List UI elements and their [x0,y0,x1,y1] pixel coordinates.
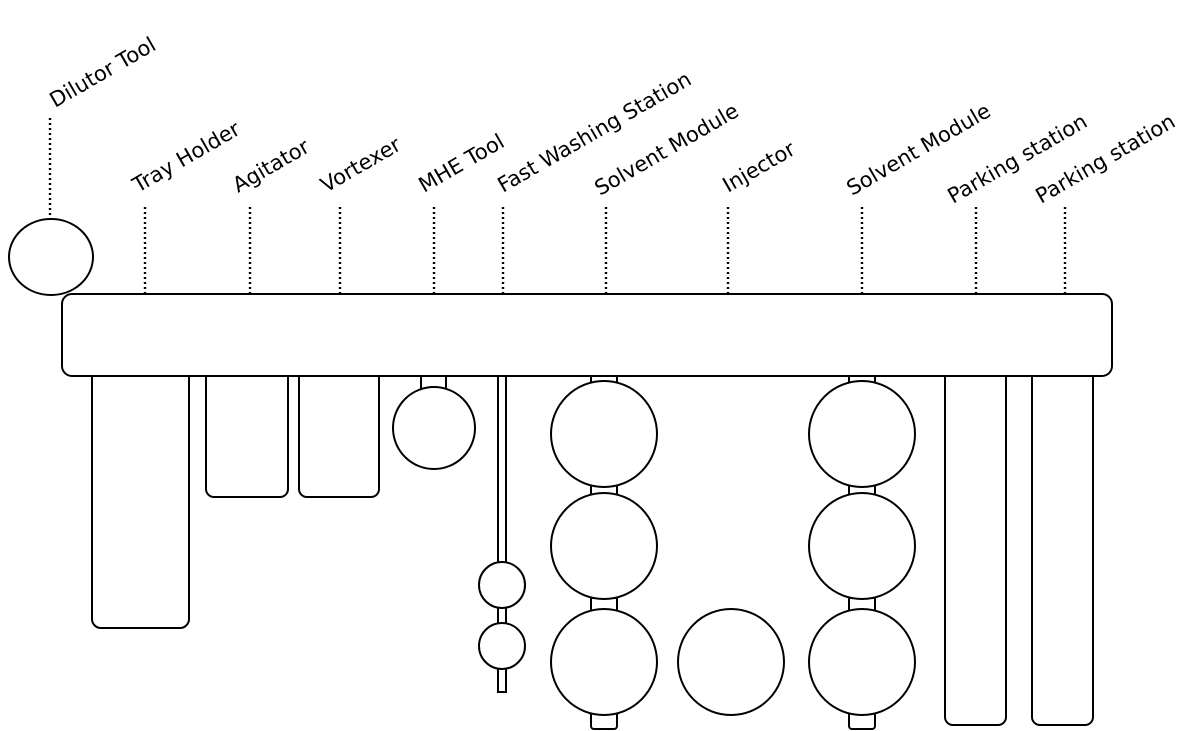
label-injector: Injector [719,137,800,198]
vortexer-shape [298,359,380,498]
label-tray-holder: Tray Holder [128,117,245,198]
solvent-module-2-vial-3 [808,608,916,716]
solvent-module-1-vial-1 [550,380,658,488]
solvent-module-1-vial-3 [550,608,658,716]
agitator-shape [205,359,289,498]
fast-washing-station-bulb-lower [478,622,526,670]
tray-holder-shape [91,359,190,629]
solvent-module-2-vial-1 [808,380,916,488]
label-dilutor-tool: Dilutor Tool [46,32,160,112]
solvent-module-1-vial-2 [550,492,658,600]
fast-washing-station-bulb-upper [478,561,526,609]
dilutor-tool-shape [8,218,94,296]
main-rail [61,293,1113,377]
parking-station-1-shape [944,359,1007,726]
label-mhe-tool: MHE Tool [415,129,509,197]
label-agitator: Agitator [229,134,314,197]
parking-station-2-shape [1031,359,1094,726]
injector-shape [677,608,785,716]
mhe-tool-shape [392,386,476,470]
solvent-module-2-vial-2 [808,492,916,600]
label-vortexer: Vortexer [317,132,406,197]
